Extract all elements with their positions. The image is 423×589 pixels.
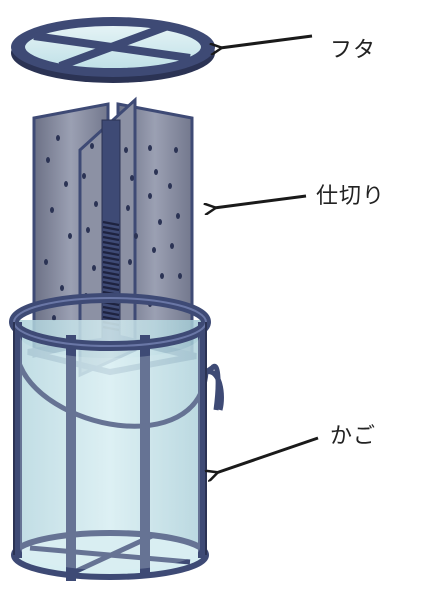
- label-basket: かご: [330, 424, 377, 449]
- lid-part: [11, 17, 215, 83]
- label-lid: フタ: [330, 38, 377, 63]
- label-divider: 仕切り: [316, 184, 386, 209]
- arrow-divider: [214, 194, 307, 208]
- arrow-lid: [220, 34, 313, 48]
- arrow-basket: [216, 436, 319, 473]
- basket-part: [9, 293, 224, 581]
